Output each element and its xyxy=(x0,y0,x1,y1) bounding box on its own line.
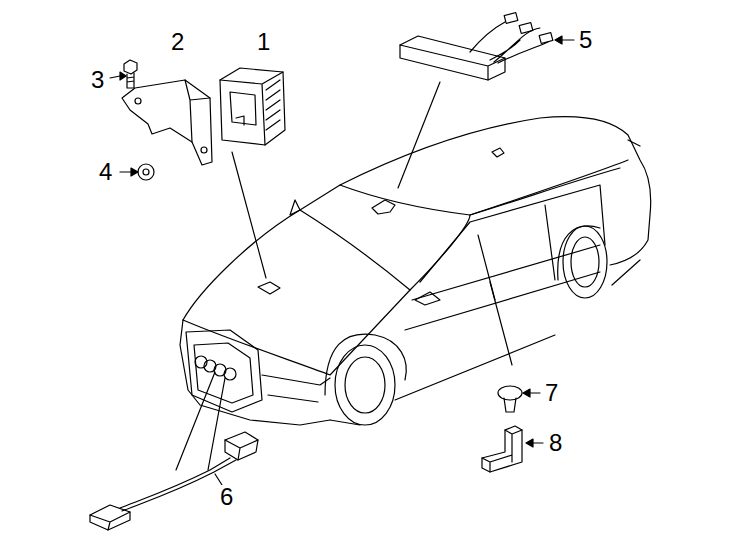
bolt xyxy=(110,60,137,88)
callout-number: 3 xyxy=(90,68,105,92)
sensor-cable xyxy=(90,432,258,530)
callout-number: 1 xyxy=(256,30,271,54)
nut xyxy=(120,164,154,180)
antenna-module xyxy=(400,13,574,80)
callout-number: 7 xyxy=(544,381,559,405)
leader-lines xyxy=(176,82,512,470)
callout-number: 2 xyxy=(170,30,185,54)
mounting-bracket xyxy=(122,80,212,165)
callout-number: 8 xyxy=(548,431,563,455)
car-outline xyxy=(180,117,651,425)
callout-number: 4 xyxy=(98,160,113,184)
callout-number: 6 xyxy=(219,485,234,509)
control-module xyxy=(220,68,285,145)
callout-number: 5 xyxy=(578,28,593,52)
door-sensor xyxy=(482,426,543,472)
clip xyxy=(498,386,540,412)
